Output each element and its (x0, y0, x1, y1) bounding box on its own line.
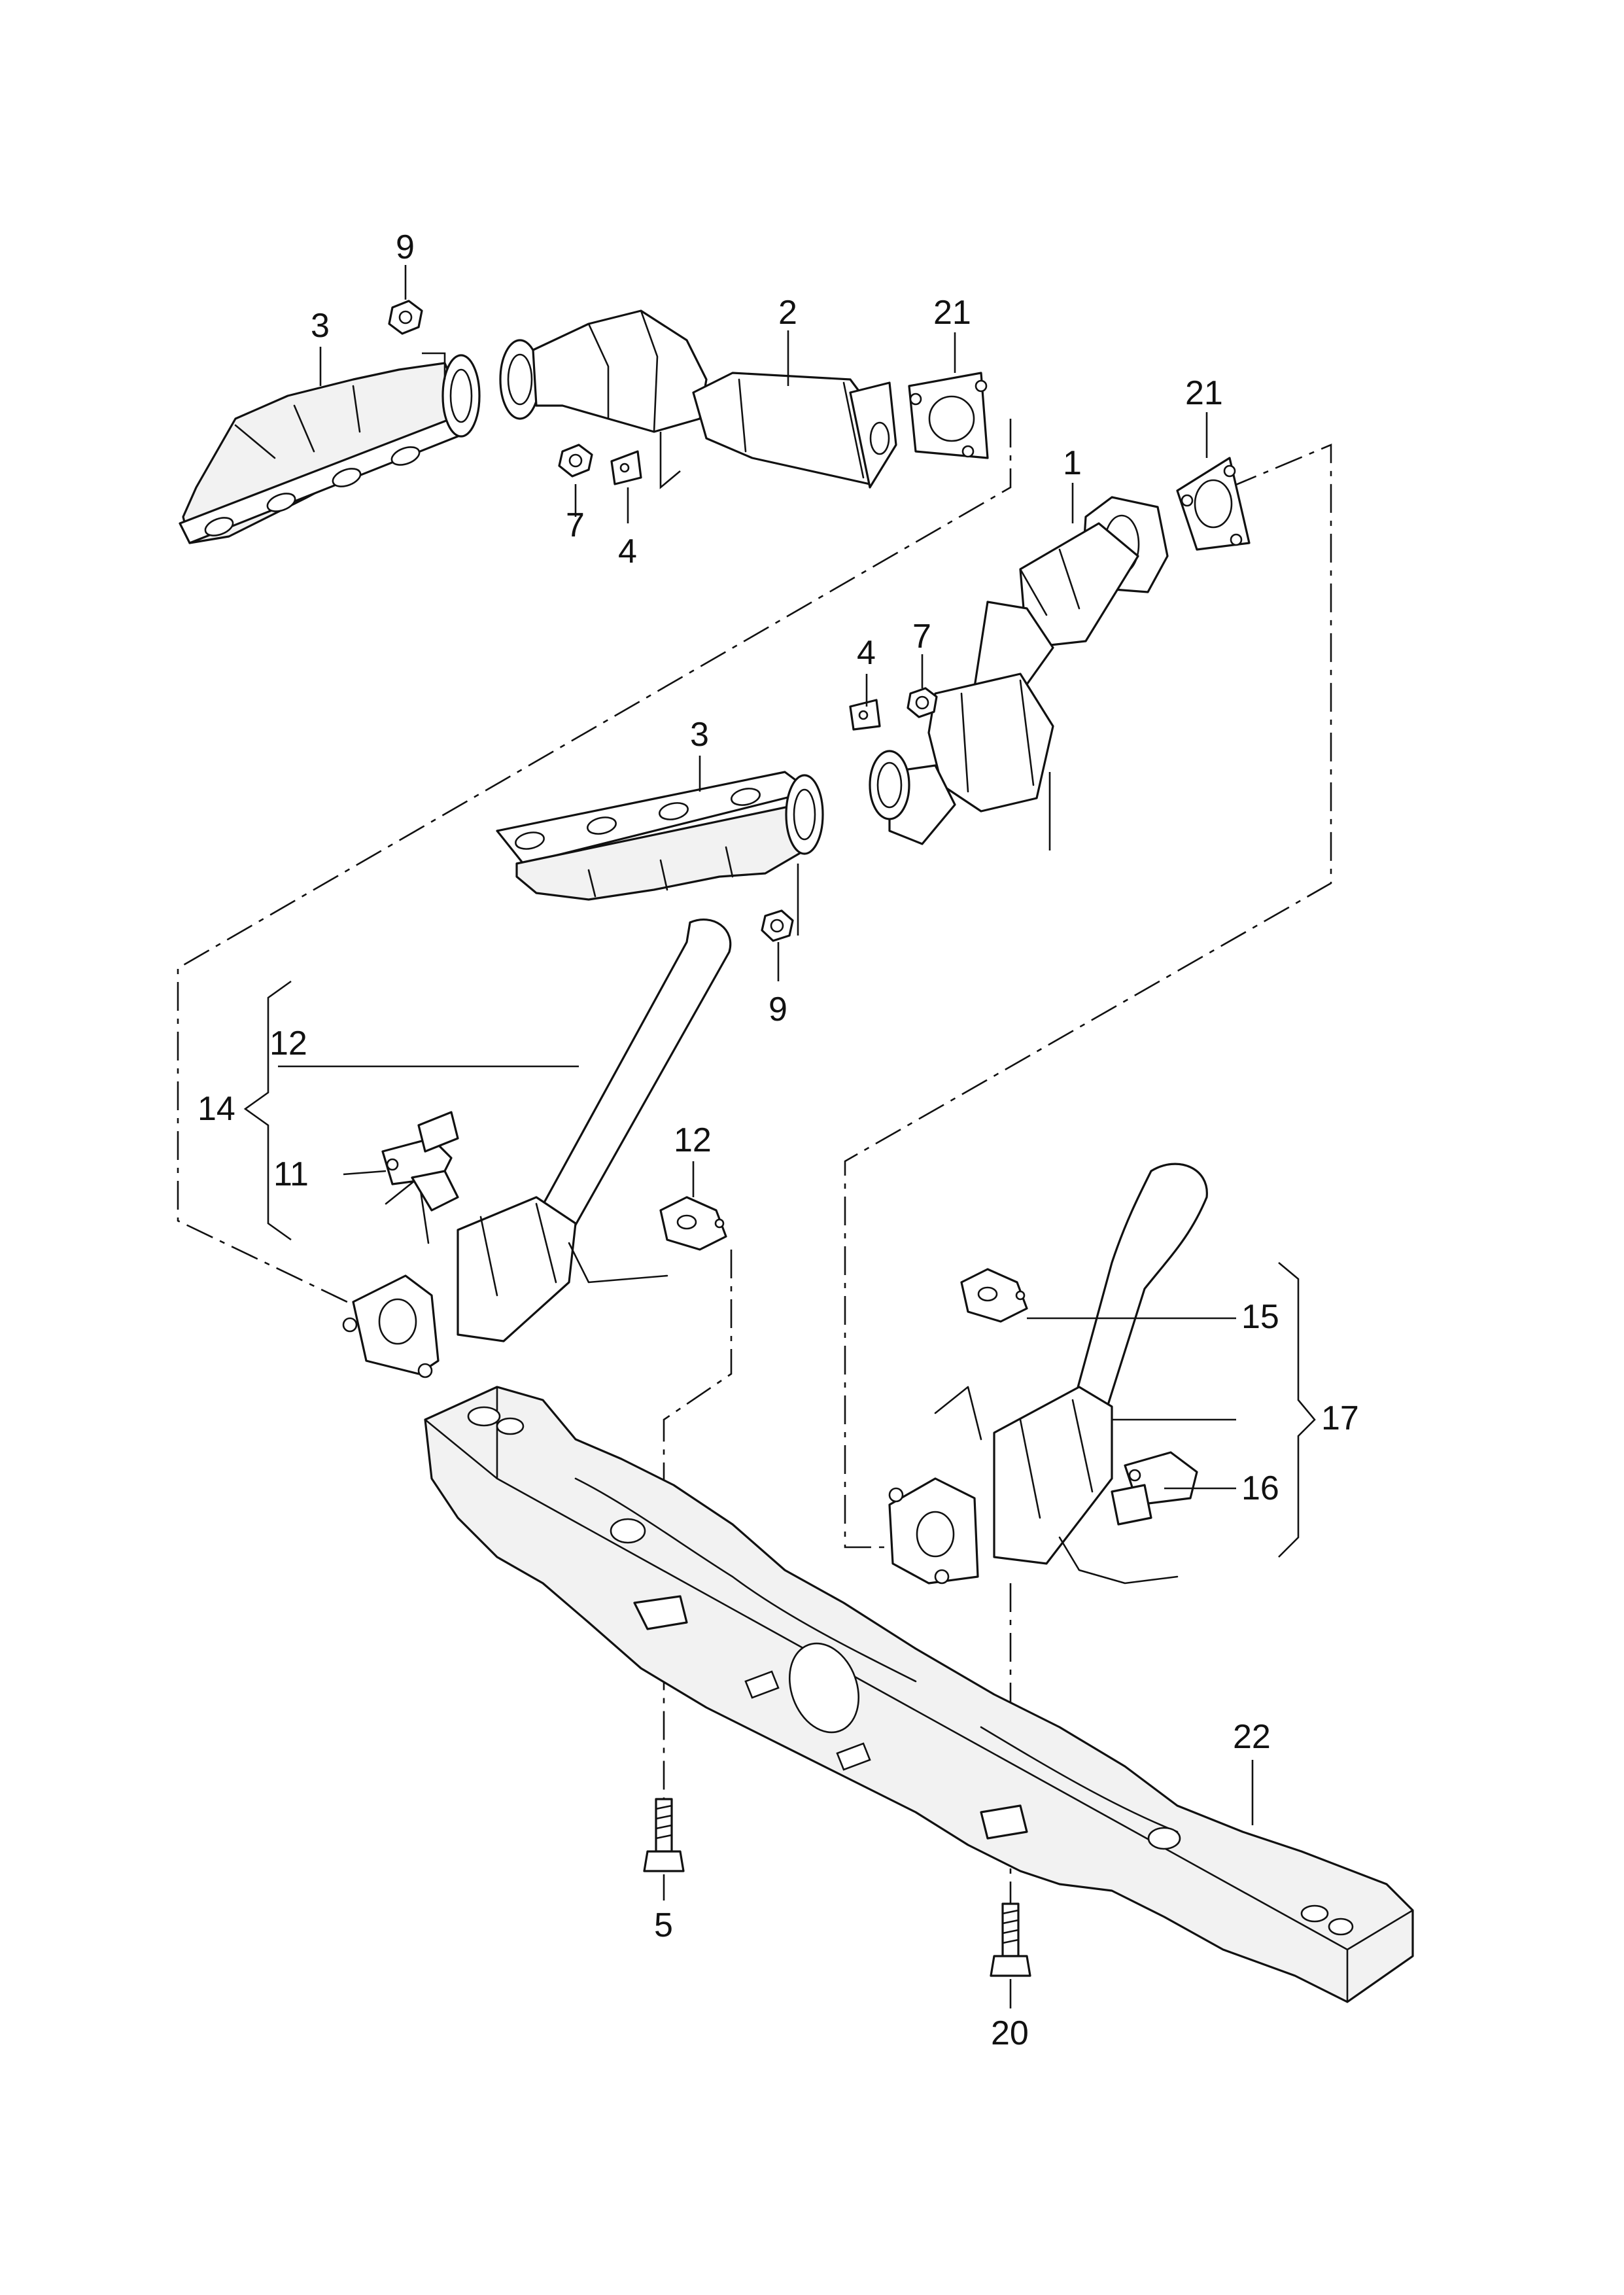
bolt-20 (990, 1902, 1031, 1977)
callout-16: 16 (1241, 1469, 1279, 1507)
catalytic-converter-1 (869, 496, 1169, 845)
callout-15: 15 (1241, 1298, 1279, 1336)
catalytic-converter-2 (499, 309, 897, 489)
callout-21-top: 21 (933, 294, 971, 332)
bolt-5 (643, 1798, 685, 1872)
nut-7-mid (907, 687, 938, 718)
callout-5: 5 (654, 1906, 673, 1944)
callout-3-mid: 3 (690, 716, 709, 754)
callout-1: 1 (1063, 444, 1082, 482)
mount-12-right (659, 1196, 727, 1251)
bracket-16 (1111, 1451, 1198, 1526)
nut-9-mid (761, 909, 794, 942)
callout-9-mid: 9 (769, 990, 787, 1028)
bracket-11 (381, 1111, 459, 1185)
gasket-21-right (1176, 457, 1251, 551)
nut-9-upper (388, 300, 423, 335)
left-group-boundary (177, 419, 1012, 1336)
callout-2: 2 (778, 294, 797, 332)
mount-12-left-pipe (411, 1170, 459, 1212)
callout-9-top: 9 (396, 228, 415, 266)
callout-11: 11 (273, 1155, 309, 1193)
callout-12-left: 12 (269, 1025, 307, 1062)
callout-22: 22 (1233, 1718, 1271, 1756)
callout-4-top: 4 (618, 533, 637, 570)
callout-20: 20 (991, 2014, 1029, 2052)
exhaust-manifold-upper (179, 354, 481, 544)
front-pipe-right (888, 1163, 1208, 1585)
callout-4-mid: 4 (857, 634, 876, 672)
callout-14: 14 (198, 1090, 235, 1128)
callout-labels: 9 3 2 21 21 1 7 4 4 7 3 9 12 14 11 12 15… (198, 228, 1359, 2052)
gasket-21-upper (908, 372, 989, 459)
callout-7-top: 7 (566, 506, 585, 544)
front-pipe-left (342, 919, 732, 1378)
right-group-boundary (844, 444, 1332, 1549)
callout-7-mid: 7 (912, 618, 931, 656)
leader-lines (243, 265, 1316, 2008)
callout-21-right: 21 (1185, 374, 1223, 412)
crossmember-22 (424, 1386, 1414, 2003)
bracket-4-upper (610, 450, 642, 485)
callout-17: 17 (1321, 1399, 1359, 1437)
bracket-4-mid (849, 699, 881, 731)
nut-7-upper (558, 444, 593, 478)
mount-15 (960, 1268, 1028, 1323)
callout-12-right: 12 (674, 1121, 712, 1159)
exhaust-manifold-middle (496, 771, 824, 901)
callout-3-top: 3 (311, 307, 330, 345)
